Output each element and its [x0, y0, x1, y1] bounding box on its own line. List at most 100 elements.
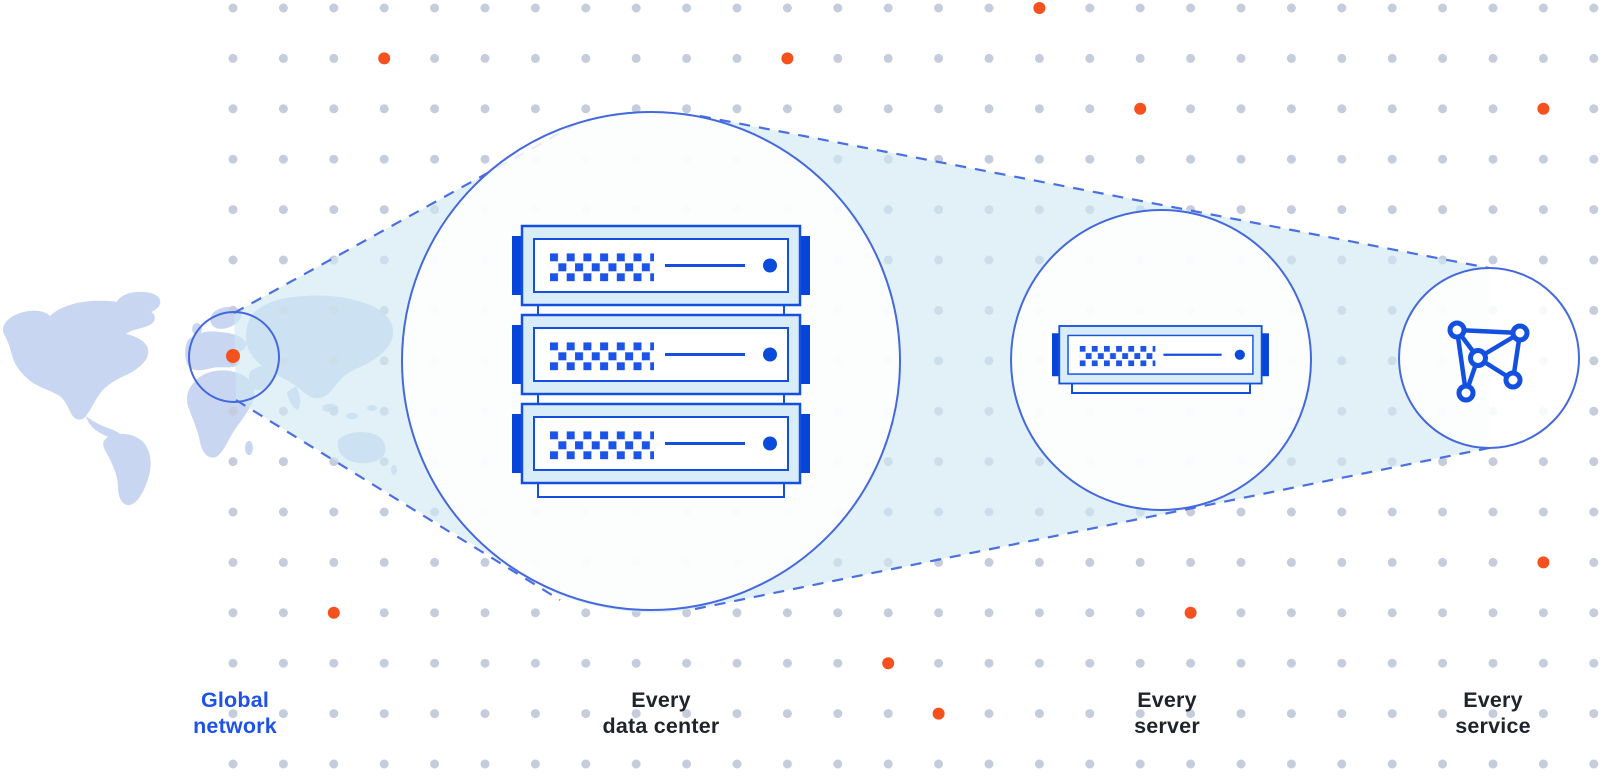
grid-dot [278, 104, 288, 114]
grid-dot [984, 104, 994, 114]
grid-dot [833, 759, 843, 769]
grid-dot [833, 658, 843, 668]
grid-dot [732, 104, 742, 114]
grid-dot [1236, 608, 1246, 618]
grid-dot [430, 3, 440, 13]
grid-dot [883, 608, 893, 618]
grid-dot [1387, 709, 1397, 719]
dashed-line-bottom-left [235, 399, 561, 601]
grid-dot [1387, 154, 1397, 164]
grid-dot [228, 154, 238, 164]
grid-dot [480, 709, 490, 719]
grid-dot [430, 104, 440, 114]
grid-dot [1286, 3, 1296, 13]
grid-dot [278, 205, 288, 215]
grid-dot [1488, 507, 1498, 517]
grid-dot [833, 608, 843, 618]
grid-dot [984, 658, 994, 668]
grid-dot [1236, 507, 1246, 517]
grid-dot [228, 104, 238, 114]
grid-dot [581, 658, 591, 668]
grid-dot [1337, 759, 1347, 769]
label-line: Every [1137, 688, 1197, 712]
grid-dot [1488, 255, 1498, 265]
grid-dot [1538, 255, 1548, 265]
label-line: data center [602, 714, 720, 738]
grid-dot [1085, 53, 1095, 63]
grid-dot [1337, 104, 1347, 114]
grid-dot [883, 53, 893, 63]
accent-dot [1537, 556, 1550, 569]
grid-dot [1438, 557, 1448, 567]
grid-dot [530, 658, 540, 668]
grid-dot [1387, 507, 1397, 517]
grid-dot [379, 709, 389, 719]
grid-dot [228, 205, 238, 215]
grid-dot [1538, 205, 1548, 215]
grid-dot [1387, 557, 1397, 567]
grid-dot [732, 709, 742, 719]
grid-dot [1135, 557, 1145, 567]
grid-dot [480, 608, 490, 618]
grid-dot [1034, 608, 1044, 618]
grid-dot [278, 709, 288, 719]
grid-dot [883, 104, 893, 114]
grid-dot [782, 759, 792, 769]
grid-dot [1337, 3, 1347, 13]
grid-dot [1337, 608, 1347, 618]
server-icon-1 [510, 224, 812, 307]
graph-node-bottom-right [1503, 370, 1523, 390]
grid-dot [1387, 53, 1397, 63]
grid-dot [228, 557, 238, 567]
dashed-line-top-right [699, 114, 1490, 270]
grid-dot [1286, 205, 1296, 215]
grid-dot [530, 53, 540, 63]
grid-dot [934, 658, 944, 668]
grid-dot [1337, 53, 1347, 63]
grid-dot [379, 104, 389, 114]
grid-dot [1337, 154, 1347, 164]
grid-dot [329, 658, 339, 668]
service-circle [1398, 267, 1580, 449]
grid-dot [1236, 3, 1246, 13]
label-line: server [1134, 714, 1200, 738]
grid-dot [1034, 709, 1044, 719]
grid-dot [984, 3, 994, 13]
grid-dot [732, 759, 742, 769]
grid-dot [732, 658, 742, 668]
grid-dot [631, 658, 641, 668]
server-icon-3 [510, 402, 812, 485]
grid-dot [682, 759, 692, 769]
grid-dot [1034, 759, 1044, 769]
grid-dot [1186, 53, 1196, 63]
grid-dot [480, 53, 490, 63]
grid-dot [228, 3, 238, 13]
grid-dot [329, 205, 339, 215]
grid-dot [1438, 53, 1448, 63]
graph-node-bottom-left [1456, 383, 1476, 403]
grid-dot [1488, 709, 1498, 719]
grid-dot [1488, 3, 1498, 13]
grid-dot [278, 608, 288, 618]
grid-dot [1186, 3, 1196, 13]
graph-node-center [1468, 348, 1488, 368]
grid-dot [1438, 104, 1448, 114]
label-every-service: Every service [1455, 687, 1531, 739]
grid-dot [278, 3, 288, 13]
grid-dot [329, 759, 339, 769]
grid-dot [1438, 658, 1448, 668]
grid-dot [732, 608, 742, 618]
grid-dot [1186, 709, 1196, 719]
grid-dot [1236, 658, 1246, 668]
grid-dot [278, 557, 288, 567]
grid-dot [1488, 759, 1498, 769]
grid-dot [228, 709, 238, 719]
grid-dot [934, 759, 944, 769]
grid-dot [1538, 507, 1548, 517]
grid-dot [430, 759, 440, 769]
grid-dot [1236, 154, 1246, 164]
grid-dot [530, 104, 540, 114]
grid-dot [329, 507, 339, 517]
grid-dot [782, 709, 792, 719]
map-uk [192, 323, 202, 335]
